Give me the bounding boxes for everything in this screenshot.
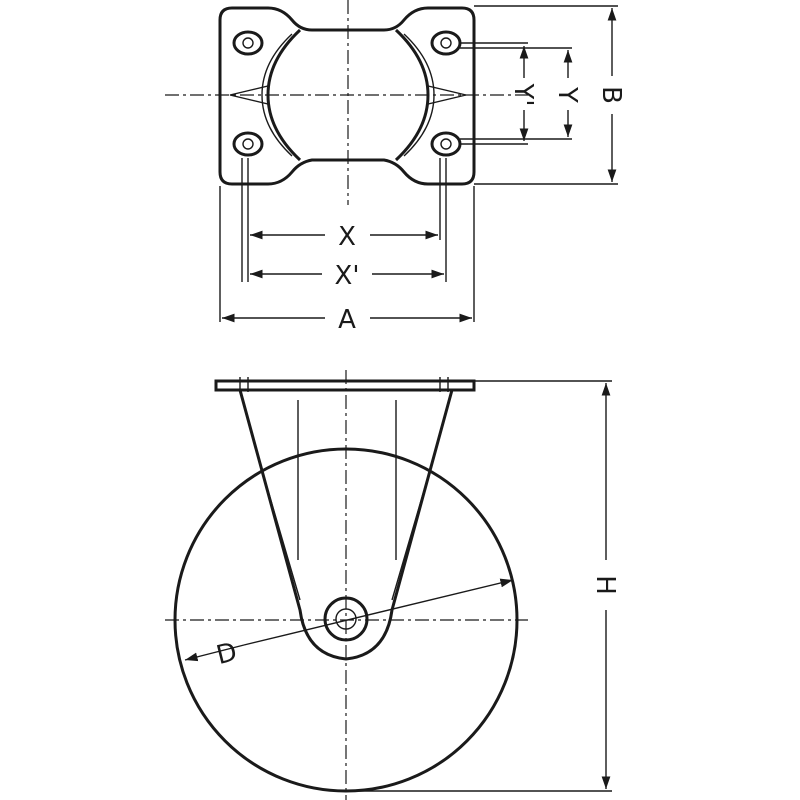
mounting-plate-outline xyxy=(218,6,476,186)
dimension-b: B xyxy=(596,8,626,182)
dimension-h: H xyxy=(346,380,620,792)
bolt-hole-top-left xyxy=(232,30,264,56)
label-x-prime: X' xyxy=(335,261,360,291)
top-view-extension-lines xyxy=(219,5,618,322)
dimension-y-prime: Y' xyxy=(508,46,538,141)
label-y: Y xyxy=(552,86,582,103)
label-d: D xyxy=(213,637,240,671)
side-view xyxy=(165,370,528,800)
dimension-x-prime: X' xyxy=(250,261,444,291)
label-a: A xyxy=(338,305,356,335)
label-h: H xyxy=(590,575,620,595)
bolt-hole-top-right xyxy=(430,30,462,56)
dimension-x: X xyxy=(250,222,438,252)
side-top-plate xyxy=(214,379,476,392)
dimension-a: A xyxy=(222,305,472,335)
dimension-y: Y xyxy=(552,50,582,137)
bolt-hole-bottom-right xyxy=(430,131,462,157)
label-y-prime: Y' xyxy=(508,82,538,106)
bolt-hole-bottom-left xyxy=(232,131,264,157)
label-b: B xyxy=(596,86,626,104)
label-x: X xyxy=(338,222,356,252)
top-plate-view xyxy=(165,0,528,205)
